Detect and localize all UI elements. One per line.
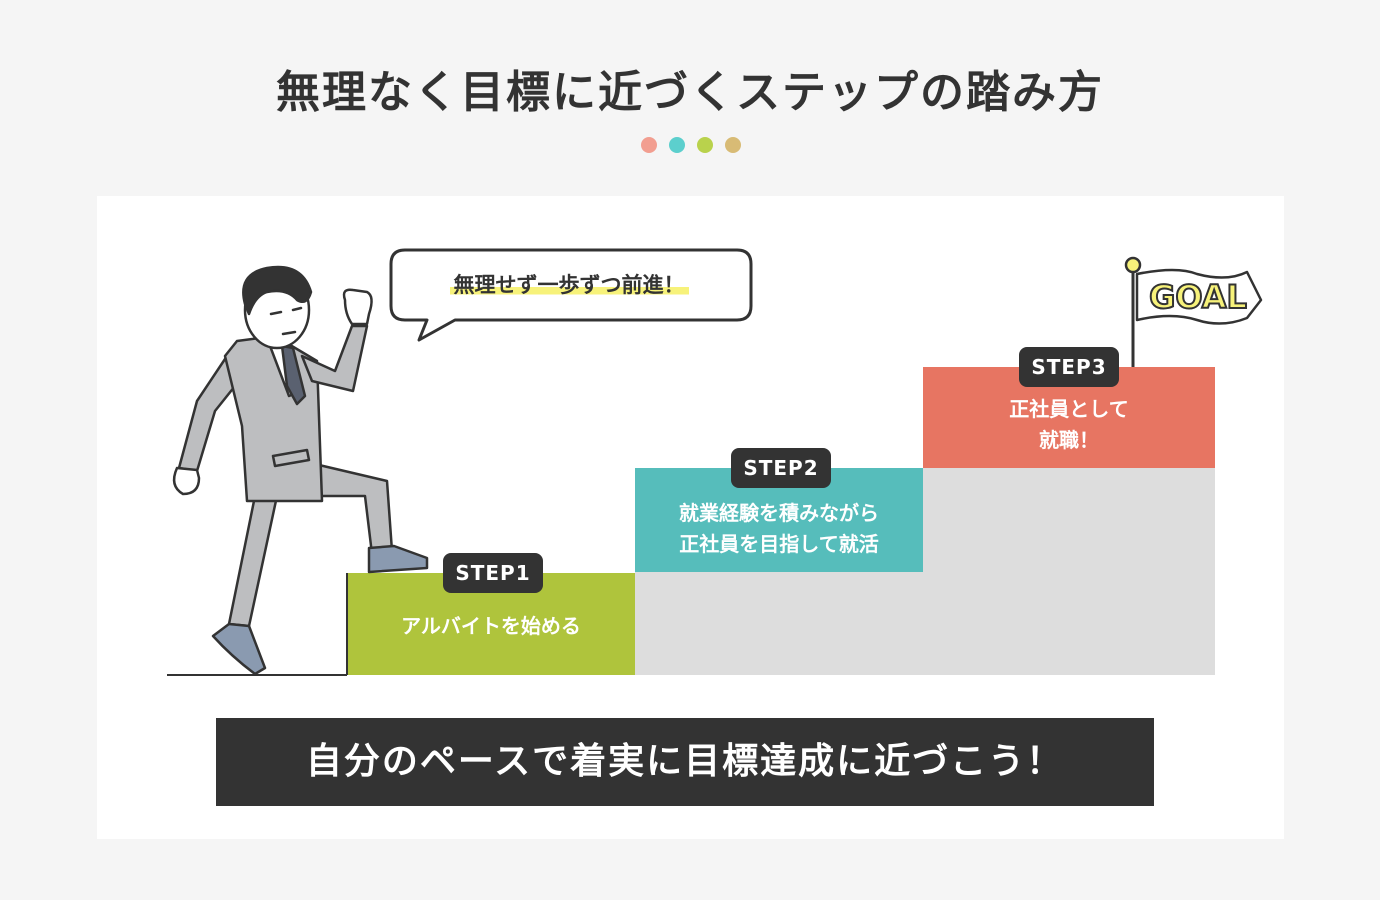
goal-flag-label: GOAL [1148, 277, 1248, 317]
stair-backfill-2 [635, 572, 923, 675]
businessman-illustration [172, 265, 429, 676]
stair-step-1-text: アルバイトを始める [347, 611, 635, 642]
step-badge-1: STEP1 [443, 553, 543, 593]
stair-step-2: 就業経験を積みながら 正社員を目指して就活 [635, 468, 923, 572]
goal-flag-icon [1124, 256, 1263, 367]
dot-green [697, 137, 713, 153]
dot-gold [725, 137, 741, 153]
dot-teal [669, 137, 685, 153]
stair-step-3-line-1: 正社員として [1009, 397, 1129, 421]
bottom-banner: 自分のペースで着実に目標達成に近づこう！ [216, 718, 1154, 806]
step-badge-2: STEP2 [731, 448, 831, 488]
diagram-card: アルバイトを始める 就業経験を積みながら 正社員を目指して就活 正社員として 就… [97, 196, 1284, 839]
step-badge-3: STEP3 [1019, 347, 1119, 387]
stair-step-2-line-2: 正社員を目指して就活 [679, 532, 879, 556]
stair-step-1-line-1: アルバイトを始める [401, 614, 581, 638]
dot-pink [641, 137, 657, 153]
stair-backfill-3 [923, 468, 1215, 675]
stair-step-3-text: 正社員として 就職！ [923, 394, 1215, 456]
stair-step-2-line-1: 就業経験を積みながら [679, 501, 879, 525]
page-title: 無理なく目標に近づくステップの踏み方 [276, 67, 1104, 118]
stair-step-3-line-2: 就職！ [1039, 428, 1099, 452]
speech-bubble-text: 無理せず一歩ずつ前進！ [388, 250, 750, 320]
stair-step-2-text: 就業経験を積みながら 正社員を目指して就活 [635, 498, 923, 560]
